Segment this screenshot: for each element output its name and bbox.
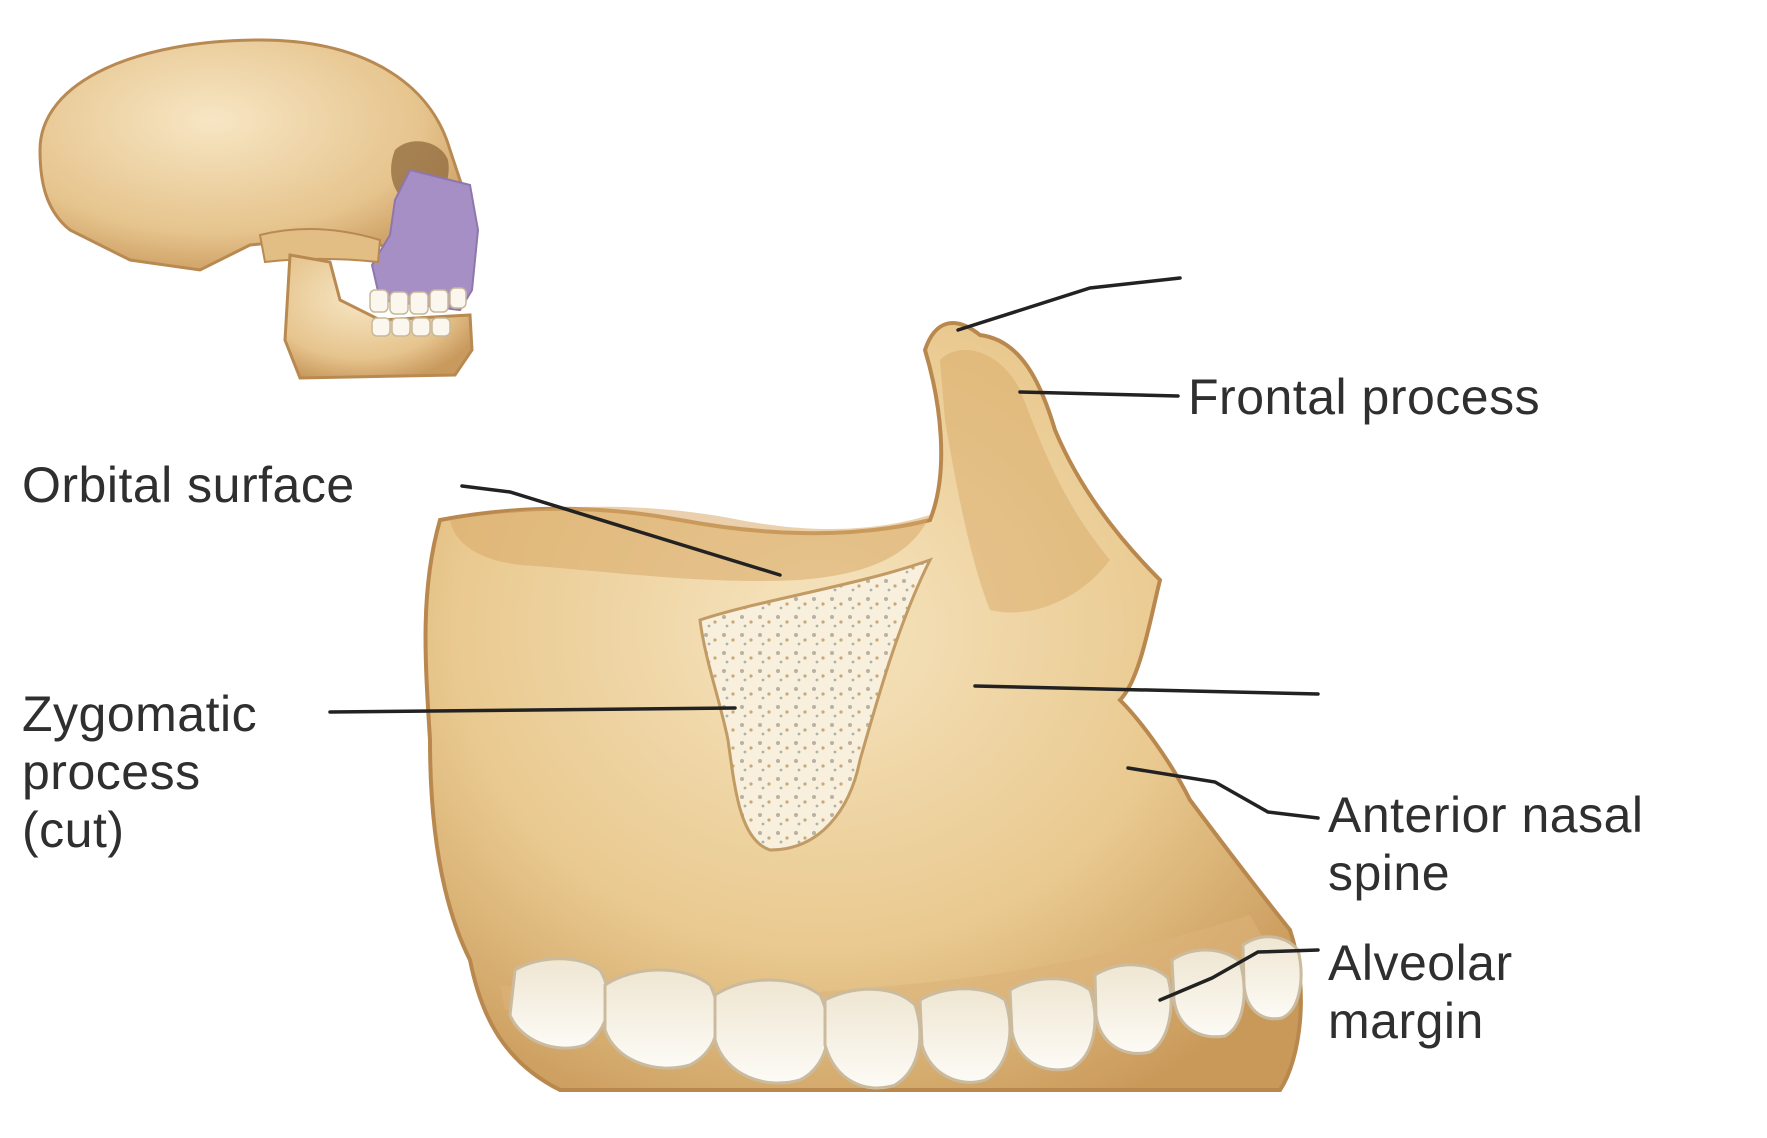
label-alveolar-margin: Alveolar margin	[1328, 934, 1513, 1050]
leader-top-unlabeled	[958, 278, 1180, 330]
label-zygomatic-process: Zygomatic process (cut)	[22, 685, 257, 859]
label-anterior-nasal-spine: Anterior nasal spine	[1328, 786, 1644, 902]
label-orbital-surface: Orbital surface	[22, 456, 355, 514]
label-frontal-process: Frontal process	[1188, 368, 1540, 426]
skull-thumbnail	[40, 40, 478, 378]
